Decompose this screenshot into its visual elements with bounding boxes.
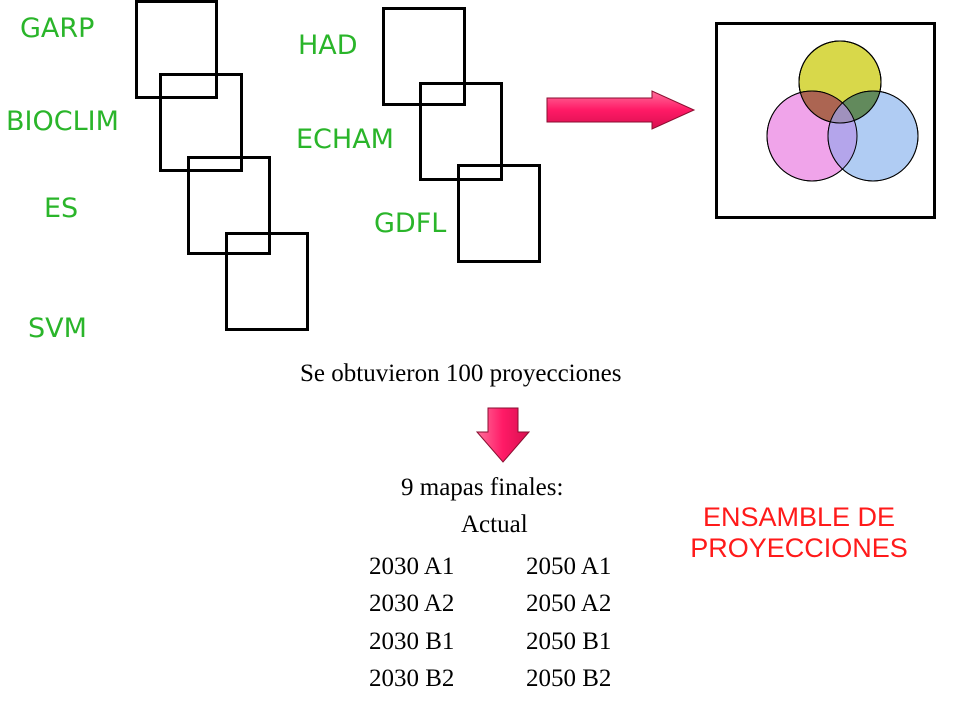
climate-model-label-gdfl: GDFL	[374, 208, 447, 239]
final-map-2030-b2: 2030 B2	[369, 665, 455, 692]
ensemble-map-frame	[715, 22, 936, 219]
final-map-2030-b1: 2030 B1	[369, 628, 455, 655]
final-maps-heading: 9 mapas finales:	[401, 474, 564, 501]
algorithm-label-svm: SVM	[28, 313, 87, 344]
algorithm-map-frame-3	[187, 156, 271, 255]
ensemble-title-line-2: PROYECCIONES	[690, 533, 908, 564]
algorithm-map-frame-4	[225, 232, 309, 331]
right-arrow-icon	[546, 90, 696, 130]
climate-model-label-had: HAD	[298, 30, 358, 61]
algorithm-map-frame-1	[135, 0, 218, 99]
ensemble-title-line-1: ENSAMBLE DE	[702, 502, 896, 532]
down-arrow-icon	[475, 407, 531, 463]
final-map-2030-a2: 2030 A2	[369, 590, 455, 617]
final-map-2050-b2: 2050 B2	[526, 665, 612, 692]
projections-summary: Se obtuvieron 100 proyecciones	[300, 360, 622, 387]
final-map-2030-a1: 2030 A1	[369, 553, 455, 580]
final-maps-current: Actual	[461, 511, 528, 538]
climate-map-frame-2	[419, 82, 503, 181]
algorithm-map-frame-2	[159, 73, 243, 172]
final-map-2050-b1: 2050 B1	[526, 628, 612, 655]
algorithm-label-garp: GARP	[20, 13, 95, 44]
climate-map-frame-3	[457, 164, 541, 263]
venn-overlap-pink-blue	[828, 91, 857, 181]
climate-model-label-echam: ECHAM	[296, 124, 394, 155]
climate-map-frame-1	[382, 7, 466, 106]
algorithm-label-es: ES	[44, 193, 79, 224]
ensemble-title: ENSAMBLE DE PROYECCIONES	[668, 502, 930, 564]
algorithm-label-bioclim: BIOCLIM	[6, 106, 119, 137]
final-map-2050-a2: 2050 A2	[526, 590, 612, 617]
final-map-2050-a1: 2050 A1	[526, 553, 612, 580]
